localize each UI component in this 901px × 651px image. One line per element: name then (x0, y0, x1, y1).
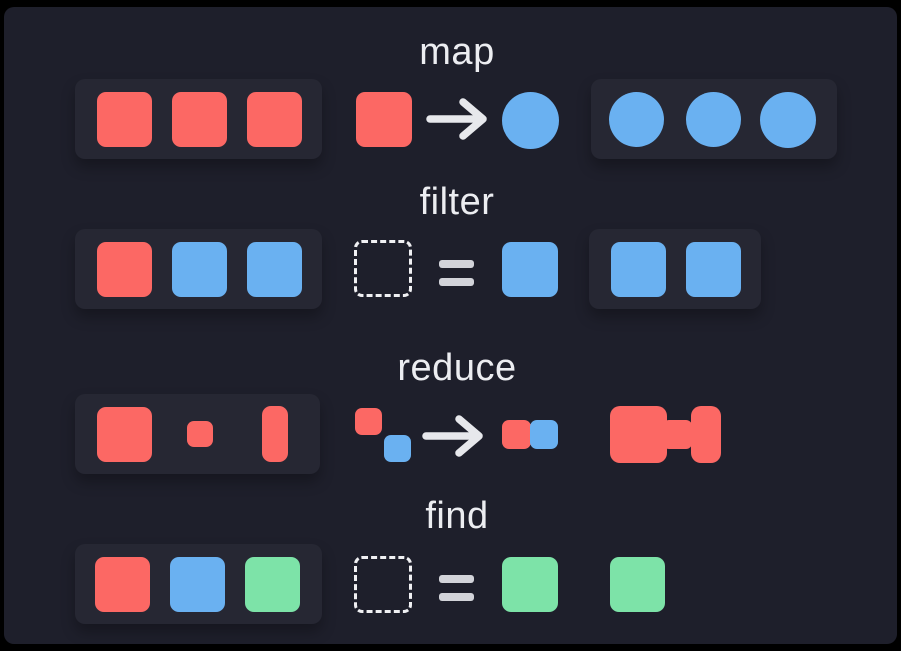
map-source-red-square (356, 92, 412, 147)
merged-large-square (610, 406, 667, 463)
find-output-green-square (610, 557, 665, 612)
red-square-item (97, 242, 152, 297)
blue-square-item (170, 557, 225, 612)
red-square-large-item (97, 407, 152, 462)
red-square-item (247, 92, 302, 147)
merged-blue-square (530, 420, 558, 449)
placeholder-dashed-square (354, 240, 412, 297)
arrow-right-icon (422, 414, 484, 463)
filter-match-blue-square (502, 242, 558, 297)
filter-row-title: filter (419, 181, 495, 223)
map-result-blue-circle (502, 92, 559, 149)
blue-circle-item (609, 92, 664, 147)
merged-connector-square (663, 420, 692, 449)
reduce-pair-blue-square (384, 435, 411, 462)
merged-tall-rect (691, 406, 721, 463)
placeholder-dashed-square (354, 556, 412, 613)
red-rect-tall-item (262, 406, 288, 462)
green-square-item (245, 557, 300, 612)
blue-circle-item (760, 92, 816, 148)
reduce-input-array (75, 394, 320, 474)
reduce-row-title: reduce (397, 347, 517, 389)
filter-input-array (75, 229, 322, 309)
map-row-title: map (419, 31, 495, 73)
find-match-green-square (502, 557, 558, 612)
map-input-array (75, 79, 322, 159)
blue-square-item (247, 242, 302, 297)
red-square-small-item (187, 421, 213, 447)
blue-circle-item (686, 92, 741, 147)
reduce-pair-red-square (355, 408, 382, 435)
filter-output-array (589, 229, 761, 309)
blue-square-item (611, 242, 666, 297)
blue-square-item (686, 242, 741, 297)
merged-red-square (502, 420, 531, 449)
find-input-array (75, 544, 322, 624)
find-row-title: find (425, 495, 489, 537)
blue-square-item (172, 242, 227, 297)
red-square-item (95, 557, 150, 612)
red-square-item (97, 92, 152, 147)
arrow-right-icon (426, 97, 488, 146)
map-output-array (591, 79, 837, 159)
red-square-item (172, 92, 227, 147)
diagram-panel: map filter (4, 7, 897, 644)
